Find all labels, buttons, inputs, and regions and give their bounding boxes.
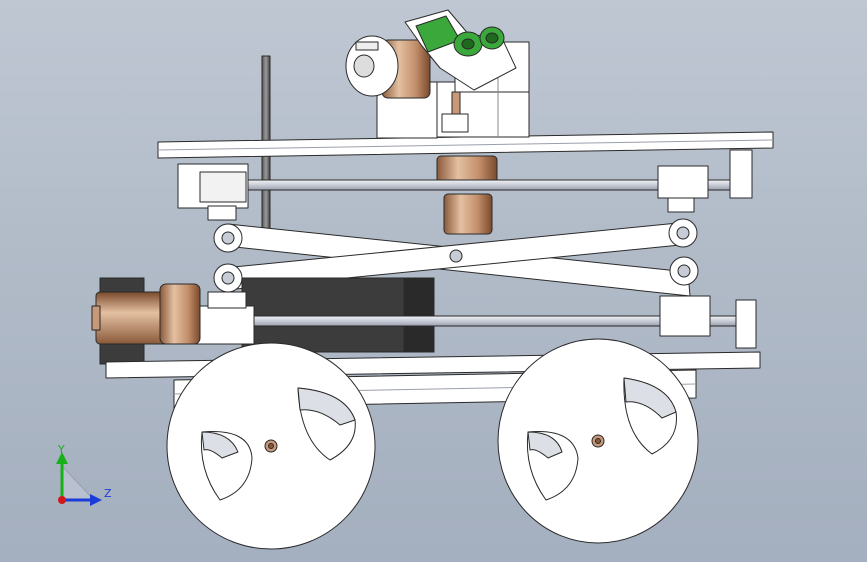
battery-block <box>241 277 435 353</box>
triad-arc <box>61 464 96 501</box>
right-wheel <box>497 338 699 544</box>
triad-origin <box>58 496 66 504</box>
z-axis-head <box>90 494 102 506</box>
scissor-pivots <box>213 218 699 293</box>
y-axis-head <box>56 452 68 464</box>
upper-right-slider <box>657 149 753 213</box>
drive-motor <box>91 277 201 365</box>
coordinate-triad[interactable]: Y Z <box>56 443 112 506</box>
lift-cylinder-lower <box>443 193 493 235</box>
z-axis-label: Z <box>104 487 112 500</box>
left-wheel <box>166 342 376 550</box>
y-axis-label: Y <box>57 443 65 456</box>
ultrasonic-sensor <box>404 9 517 91</box>
upper-left-slider <box>177 163 249 221</box>
lower-right-slider <box>659 295 757 349</box>
top-motor <box>345 35 431 99</box>
